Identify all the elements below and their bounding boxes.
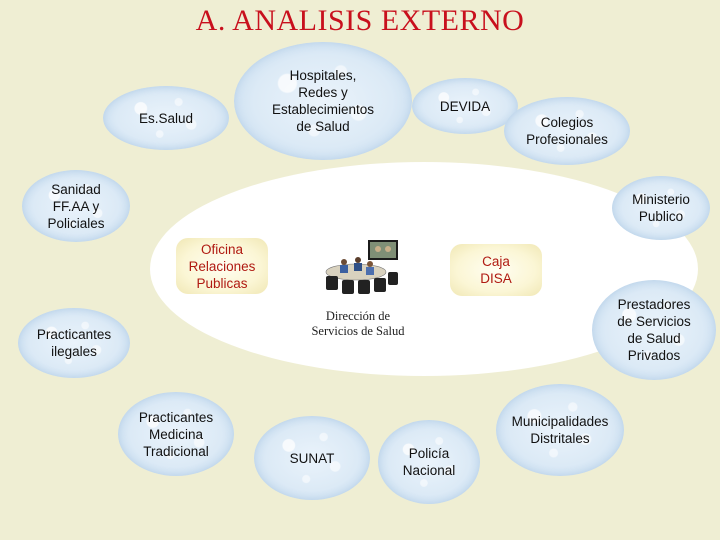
node-practicantes-medicina: Practicantes Medicina Tradicional [118, 392, 234, 476]
node-colegios-label: Colegios Profesionales [526, 115, 608, 147]
node-municipalidades-label: Municipalidades Distritales [511, 414, 609, 446]
node-colegios: Colegios Profesionales [504, 97, 630, 165]
node-ministerio: Ministerio Publico [612, 176, 710, 240]
node-sanidad-label: Sanidad FF.AA y Policiales [47, 181, 105, 231]
node-prestadores-label: Prestadores de Servicios de Salud Privad… [617, 297, 691, 363]
node-hospitales-label: Hospitales, Redes y Establecimientos de … [271, 68, 375, 134]
node-caja: Caja DISA [450, 244, 542, 296]
meeting-room-illustration [325, 240, 398, 294]
node-caja-label: Caja DISA [480, 254, 512, 286]
node-sunat: SUNAT [254, 416, 370, 500]
node-oficina-label: Oficina Relaciones Publicas [188, 241, 256, 291]
node-essalud: Es.Salud [103, 86, 229, 150]
center-label: Dirección de Servicios de Salud [311, 309, 405, 338]
node-devida: DEVIDA [412, 78, 518, 134]
node-essalud-label: Es.Salud [138, 110, 194, 126]
node-prestadores: Prestadores de Servicios de Salud Privad… [592, 280, 716, 380]
node-devida-label: DEVIDA [439, 98, 491, 114]
node-ministerio-label: Ministerio Publico [632, 192, 690, 224]
page-title: A. ANALISIS EXTERNO [195, 4, 525, 37]
node-practicantes-ilegales: Practicantes ilegales [18, 308, 130, 378]
node-hospitales: Hospitales, Redes y Establecimientos de … [234, 42, 412, 160]
node-oficina: Oficina Relaciones Publicas [176, 238, 268, 294]
node-practicantes-ilegales-label: Practicantes ilegales [36, 327, 112, 359]
node-municipalidades: Municipalidades Distritales [496, 384, 624, 476]
node-sunat-label: SUNAT [289, 450, 335, 466]
node-practicantes-medicina-label: Practicantes Medicina Tradicional [138, 409, 214, 459]
node-policia-label: Policía Nacional [402, 446, 456, 478]
node-policia: Policía Nacional [378, 420, 480, 504]
node-sanidad: Sanidad FF.AA y Policiales [22, 170, 130, 242]
